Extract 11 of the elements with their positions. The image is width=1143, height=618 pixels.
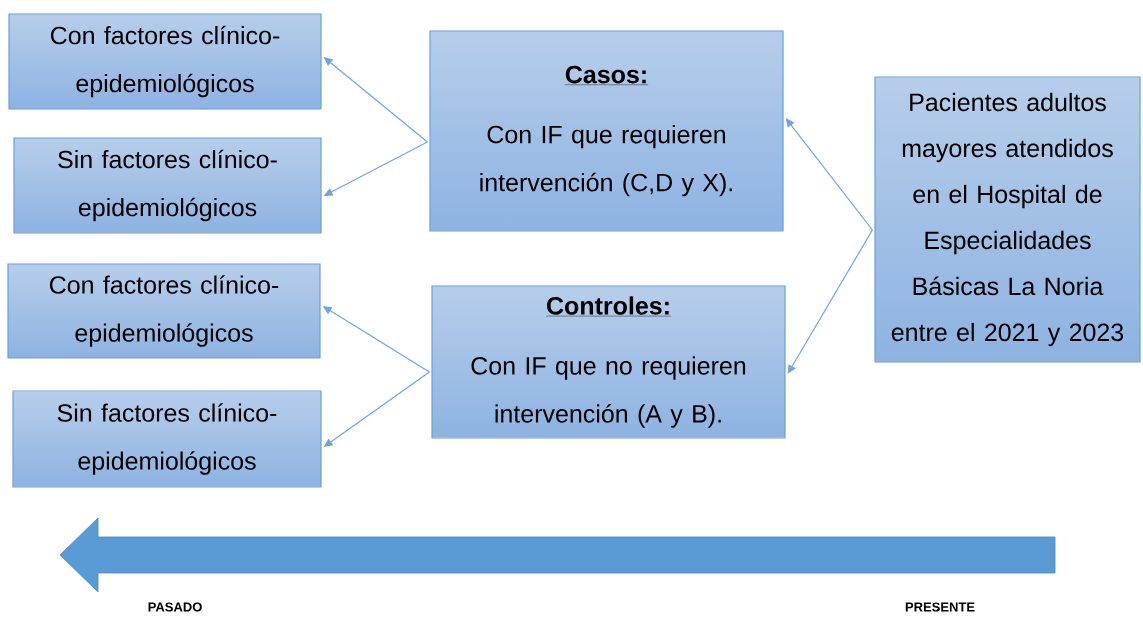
arrow [787,229,873,374]
arrow [785,118,873,231]
category-box: Con factores clínico-epidemiológicos [7,263,321,359]
population-box: Pacientes adultos mayores atendidos en el Hospital de Especialidades Básicas La Noria entre el 2021 y 2023 [874,76,1141,363]
timeline-label: PRESENTE [905,602,975,612]
category-box: Con factores clínico-epidemiológicos [8,13,322,110]
category-box: Sin factores clínico-epidemiológicos [13,137,322,234]
group-box: Controles: Con IF que no requieren intervención (A y B). [431,285,786,439]
group-box: Casos: Con IF que requieren intervención (C,D y X). [429,30,784,232]
timeline-label: PASADO [148,602,202,612]
category-box: Sin factores clínico-epidemiológicos [12,390,322,488]
